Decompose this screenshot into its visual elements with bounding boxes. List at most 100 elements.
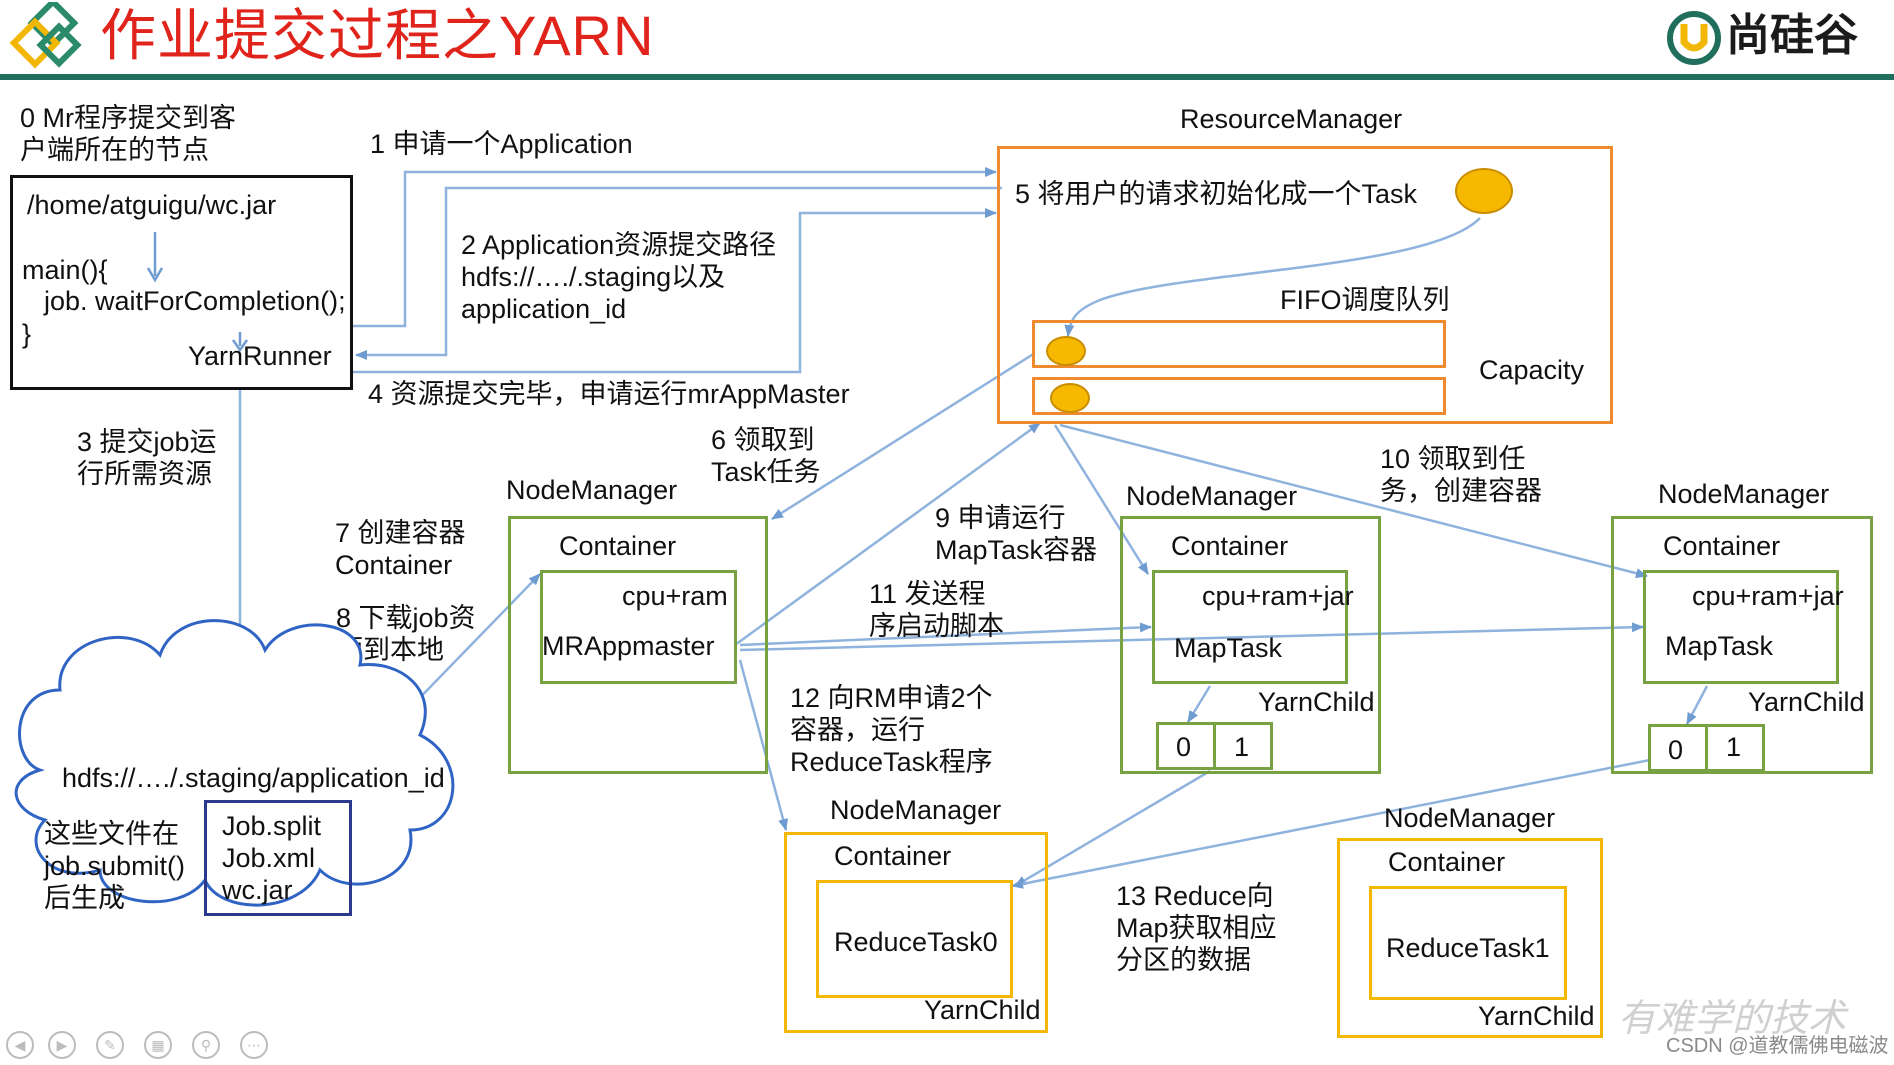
nm-map2-label: NodeManager xyxy=(1658,479,1830,509)
job-file-split: Job.split xyxy=(222,811,322,841)
resource-manager-label: ResourceManager xyxy=(1180,104,1403,134)
arrow-map1-partitions xyxy=(1186,685,1212,723)
step7-line1: 7 创建容器 xyxy=(335,518,466,548)
step10-line1: 10 领取到任 xyxy=(1380,444,1526,474)
nm-map2-container: Container xyxy=(1663,531,1781,561)
map2-resources: cpu+ram+jar xyxy=(1692,581,1844,611)
code-wait: job. waitForCompletion(); xyxy=(44,286,346,316)
map2-yarnchild: YarnChild xyxy=(1748,687,1865,717)
step10-line2: 务，创建容器 xyxy=(1380,476,1542,506)
arrow-step1 xyxy=(353,167,997,328)
hdfs-note-line3: 后生成 xyxy=(44,883,125,913)
map1-yarnchild: YarnChild xyxy=(1258,687,1375,717)
arrow-map2-partitions xyxy=(1685,685,1709,725)
jar-path: /home/atguigu/wc.jar xyxy=(27,190,277,220)
fifo-queue-label: FIFO调度队列 xyxy=(1280,285,1450,315)
step9-line2: MapTask容器 xyxy=(935,535,1098,565)
step8-line1: 8 下载job资 xyxy=(336,603,476,633)
step0-line1: 0 Mr程序提交到客 xyxy=(20,103,236,133)
appmaster-task: MRAppmaster xyxy=(542,631,715,661)
slides-grid-icon[interactable]: ▦ xyxy=(144,1031,172,1059)
hdfs-note-line2: job.submit() xyxy=(44,851,186,881)
nm-reduce0-box xyxy=(784,832,1048,1033)
reduce0-task: ReduceTask0 xyxy=(834,927,998,957)
yarn-runner: YarnRunner xyxy=(188,341,332,371)
step1-text: 1 申请一个Application xyxy=(370,129,633,159)
step7-line2: Container xyxy=(335,550,453,580)
nm-reduce0-label: NodeManager xyxy=(830,795,1002,825)
zoom-icon[interactable]: ⚲ xyxy=(192,1031,220,1059)
fifo-queue-slot-2 xyxy=(1032,377,1446,415)
reduce0-yarnchild: YarnChild xyxy=(924,995,1041,1025)
hdfs-path: hdfs://…./.staging/application_id xyxy=(62,763,445,793)
queued-task-dot-1 xyxy=(1046,336,1086,366)
nm-appmaster-label: NodeManager xyxy=(506,475,678,505)
step9-line1: 9 申请运行 xyxy=(935,503,1066,533)
nm-map1-box xyxy=(1120,516,1381,774)
next-slide-icon[interactable]: ▶ xyxy=(48,1031,76,1059)
job-files-box xyxy=(204,800,352,916)
step11-line2: 序启动脚本 xyxy=(869,611,1004,641)
step13-line2: Map获取相应 xyxy=(1116,913,1277,943)
step13-line1: 13 Reduce向 xyxy=(1116,881,1274,911)
arrow-step10-b xyxy=(1059,423,1648,579)
map2-partition-0-label: 0 xyxy=(1668,735,1684,765)
map1-partition-0-label: 0 xyxy=(1176,732,1192,762)
step4-text: 4 资源提交完毕，申请运行mrAppMaster xyxy=(368,379,850,409)
header-logo-icon xyxy=(9,2,82,69)
step6-line1: 6 领取到 xyxy=(711,425,815,455)
step12-line2: 容器，运行 xyxy=(790,715,925,745)
nm-reduce1-box xyxy=(1337,838,1603,1038)
step6-line2: Task任务 xyxy=(711,457,821,487)
reduce1-task: ReduceTask1 xyxy=(1386,933,1550,963)
map1-resources: cpu+ram+jar xyxy=(1202,581,1354,611)
step11-line1: 11 发送程 xyxy=(869,579,986,609)
arrow-step4 xyxy=(353,208,997,374)
more-icon[interactable]: ⋯ xyxy=(240,1031,268,1059)
arrow-step8 xyxy=(404,573,541,714)
arrow-step9 xyxy=(734,421,1041,647)
resource-manager-box xyxy=(997,146,1613,424)
map2-inner-box xyxy=(1643,570,1839,684)
nm-appmaster-container: Container xyxy=(559,531,677,561)
map1-partition-1 xyxy=(1213,722,1273,770)
queued-task-dot-2 xyxy=(1050,383,1090,413)
reduce1-yarnchild: YarnChild xyxy=(1478,1001,1595,1031)
step2-line3: application_id xyxy=(461,294,627,324)
nm-reduce1-container: Container xyxy=(1388,847,1506,877)
prev-slide-icon[interactable]: ◀ xyxy=(6,1031,34,1059)
code-close: } xyxy=(22,319,32,349)
map1-inner-box xyxy=(1152,570,1348,684)
step2-line1: 2 Application资源提交路径 xyxy=(461,230,777,260)
appmaster-inner-box xyxy=(540,570,737,684)
job-file-xml: Job.xml xyxy=(222,843,316,873)
pen-icon[interactable]: ✎ xyxy=(96,1031,124,1059)
map2-partition-1-label: 1 xyxy=(1726,732,1742,762)
capacity-label: Capacity xyxy=(1479,355,1585,385)
map2-task: MapTask xyxy=(1665,631,1774,661)
step3-line1: 3 提交job运 xyxy=(77,427,217,457)
arrow-step10-a xyxy=(1053,424,1150,575)
brand-logo-icon xyxy=(1667,11,1721,65)
appmaster-resources: cpu+ram xyxy=(622,581,728,611)
reduce1-inner-box xyxy=(1369,886,1567,1000)
nm-appmaster-box xyxy=(508,516,768,774)
csdn-credit: CSDN @道教儒佛电磁波 xyxy=(1666,1035,1889,1057)
client-node-box xyxy=(10,175,353,390)
step3-line2: 行所需资源 xyxy=(77,459,212,489)
step12-line1: 12 向RM申请2个 xyxy=(790,683,993,713)
watermark-text: 有难学的技术 xyxy=(1618,996,1847,1040)
step0-line2: 户端所在的节点 xyxy=(20,135,209,165)
nm-map1-container: Container xyxy=(1171,531,1289,561)
job-file-jar: wc.jar xyxy=(222,875,293,905)
arrow-step12 xyxy=(738,659,788,831)
task-dot-icon xyxy=(1455,168,1513,214)
step5-text: 5 将用户的请求初始化成一个Task xyxy=(1015,179,1418,209)
map2-partition-1 xyxy=(1705,724,1765,772)
map1-task: MapTask xyxy=(1174,633,1283,663)
step2-line2: hdfs://…./.staging以及 xyxy=(461,262,726,292)
page-title: 作业提交过程之YARN xyxy=(100,4,655,67)
step12-line3: ReduceTask程序 xyxy=(790,747,993,777)
hdfs-cloud-shape xyxy=(14,619,455,907)
